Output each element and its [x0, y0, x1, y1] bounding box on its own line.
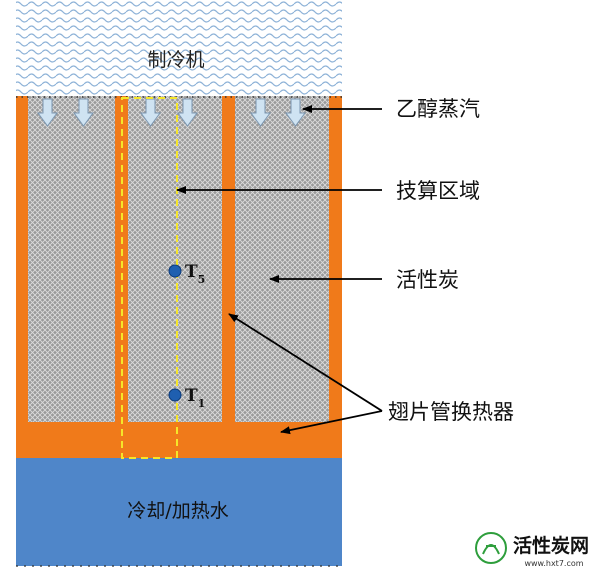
watermark-url: www.hxt7.com [524, 559, 583, 568]
point-t1-label: T1 [185, 386, 205, 410]
fin-tube-base [16, 422, 342, 458]
point-t5-label: T5 [185, 262, 205, 286]
vapor-down-arrows [37, 98, 306, 127]
compute-region-boundary [121, 97, 178, 459]
fin-right [329, 96, 342, 422]
fin-middle-right [222, 96, 235, 422]
callout-activated-carbon: 活性炭 [396, 268, 459, 292]
fin-middle-left [115, 96, 128, 422]
refrigerator-label: 制冷机 [147, 49, 204, 71]
watermark-brand: 活性炭网 [513, 534, 589, 557]
callout-ethanol-vapor: 乙醇蒸汽 [396, 97, 480, 121]
callout-fin-heat-exchanger: 翅片管换热器 [388, 400, 514, 424]
point-t1-marker [168, 388, 182, 402]
callout-compute-region: 技算区域 [396, 179, 480, 203]
callout-arrows [176, 105, 383, 435]
water-label: 冷却/加热水 [127, 500, 228, 522]
watermark-logo-icon [475, 532, 507, 564]
watermark: 活性炭网 www.hxt7.com [475, 532, 589, 568]
point-t5-marker [168, 264, 182, 278]
water-region [16, 458, 342, 566]
activated-carbon-bed [16, 96, 342, 422]
fin-left [16, 96, 28, 422]
